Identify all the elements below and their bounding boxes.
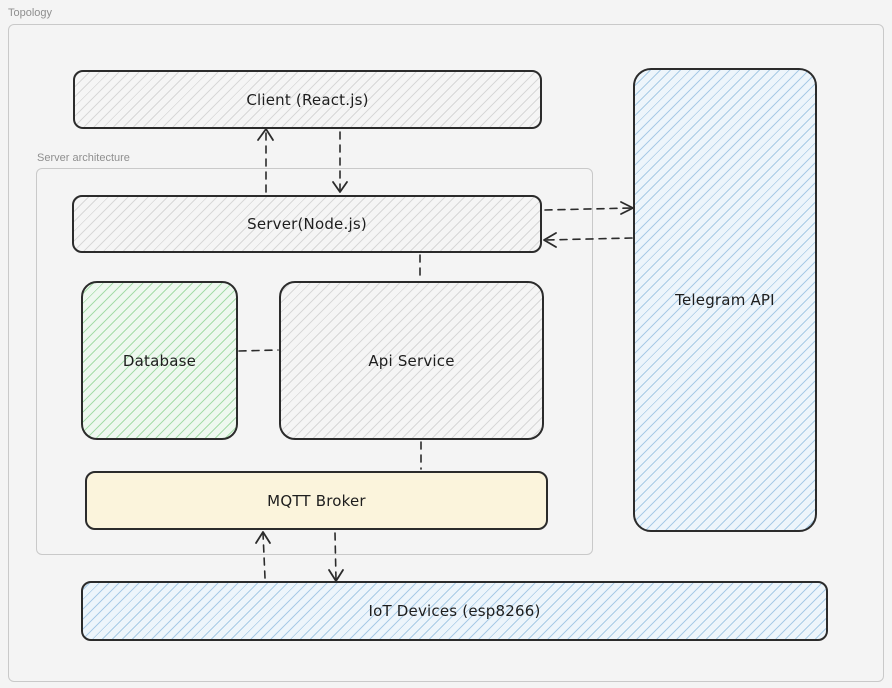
mqtt-broker-node[interactable]: MQTT Broker: [85, 471, 548, 530]
database-node[interactable]: Database: [81, 281, 238, 440]
client-node[interactable]: Client (React.js): [73, 70, 542, 129]
iot-devices-node[interactable]: IoT Devices (esp8266): [81, 581, 828, 641]
api-service-node[interactable]: Api Service: [279, 281, 544, 440]
server-architecture-frame: [36, 168, 593, 555]
server-architecture-frame-label: Server architecture: [37, 152, 130, 164]
topology-frame-label: Topology: [8, 7, 53, 19]
server-node[interactable]: Server(Node.js): [72, 195, 542, 253]
telegram-api-node[interactable]: Telegram API: [633, 68, 817, 532]
topology-frame: [8, 24, 884, 682]
